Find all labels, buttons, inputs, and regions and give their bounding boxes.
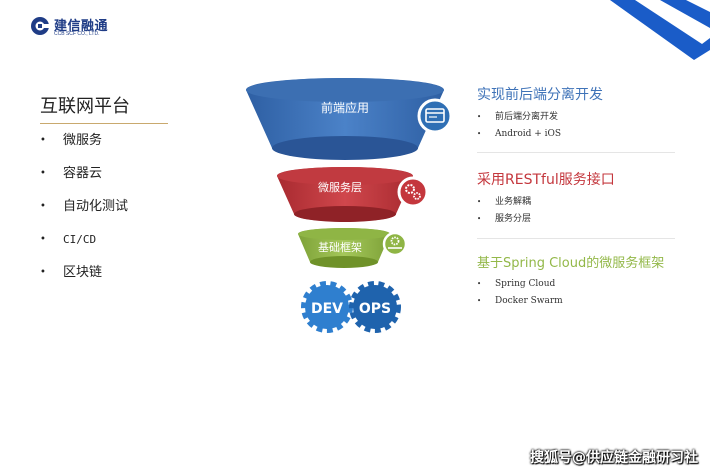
section-springcloud: 基于Spring Cloud的微服务框架 • Spring Cloud • Do… (477, 252, 677, 310)
bullet-icon: • (477, 215, 482, 223)
bullet-icon: • (477, 297, 482, 305)
list-item-label: 业务解耦 (495, 197, 532, 207)
list-item-label: Android + iOS (495, 129, 562, 139)
list-item-label: Docker Swarm (495, 296, 563, 306)
bullet-icon: • (40, 234, 46, 245)
section-frontend: 实现前后端分离开发 • 前后端分离开发 • Android + iOS (477, 84, 677, 143)
list-item-label: CI/CD (63, 233, 97, 246)
bullet-icon: • (40, 267, 46, 278)
company-logo: 建信融通 CCB SCF CO., LTD. (30, 14, 140, 42)
platform-title: 互联网平台 (40, 96, 130, 117)
section-divider (477, 238, 675, 239)
ops-label: OPS (359, 301, 391, 317)
list-item-label: 区块链 (63, 265, 103, 280)
funnel-layer-frontend: 前端应用 (246, 78, 453, 160)
section-title: 基于Spring Cloud的微服务框架 (477, 256, 665, 271)
bullet-icon: • (477, 280, 482, 288)
layer-label-foundation: 基础框架 (318, 241, 362, 254)
devops-gears: DEV OPS (301, 281, 401, 333)
list-item: • Docker Swarm (477, 293, 677, 310)
logo-subtitle: CCB SCF CO., LTD. (54, 31, 100, 37)
funnel-layer-microservice: 微服务层 (277, 167, 429, 222)
section-title: 实现前后端分离开发 (477, 87, 603, 103)
dev-label: DEV (311, 301, 343, 317)
list-item-label: 前后端分离开发 (495, 112, 559, 122)
bullet-icon: • (477, 113, 482, 121)
section-list: • 业务解耦 • 服务分层 (477, 194, 677, 228)
ccb-logo-icon (31, 17, 50, 35)
section-title: 采用RESTful服务接口 (477, 172, 615, 188)
list-item-label: 服务分层 (495, 214, 532, 224)
bullet-icon: • (477, 198, 482, 206)
bullet-icon: • (40, 168, 46, 179)
bullet-icon: • (40, 201, 46, 212)
list-item: • 业务解耦 (477, 194, 677, 211)
list-item-label: 自动化测试 (63, 199, 129, 214)
bullet-icon: • (477, 130, 482, 138)
gears-icon (397, 176, 429, 208)
corner-decoration (610, 0, 710, 60)
window-icon (417, 98, 453, 134)
list-item-label: 微服务 (63, 133, 103, 148)
layer-label-frontend: 前端应用 (321, 100, 369, 115)
section-list: • 前后端分离开发 • Android + iOS (477, 109, 677, 143)
architecture-funnel: 前端应用 微服务层 基础框架 (246, 78, 453, 333)
dev-gear-icon: DEV (301, 281, 353, 333)
section-list: • Spring Cloud • Docker Swarm (477, 276, 677, 310)
list-item-label: 容器云 (63, 166, 103, 181)
logo-name: 建信融通 (54, 19, 109, 34)
section-divider (477, 152, 675, 153)
list-item: • 服务分层 (477, 211, 677, 228)
watermark: 搜狐号@供应链金融研习社 (530, 450, 698, 466)
bullet-icon: • (40, 135, 46, 146)
list-item-label: Spring Cloud (495, 279, 556, 289)
list-item: • 前后端分离开发 (477, 109, 677, 126)
funnel-layer-foundation: 基础框架 (298, 228, 408, 268)
title-underline (40, 123, 168, 124)
list-item: • Spring Cloud (477, 276, 677, 293)
section-restful: 采用RESTful服务接口 • 业务解耦 • 服务分层 (477, 169, 677, 228)
gear-hand-icon (382, 231, 408, 257)
layer-label-microservice: 微服务层 (318, 180, 362, 194)
list-item: • Android + iOS (477, 126, 677, 143)
ops-gear-icon: OPS (349, 281, 401, 333)
